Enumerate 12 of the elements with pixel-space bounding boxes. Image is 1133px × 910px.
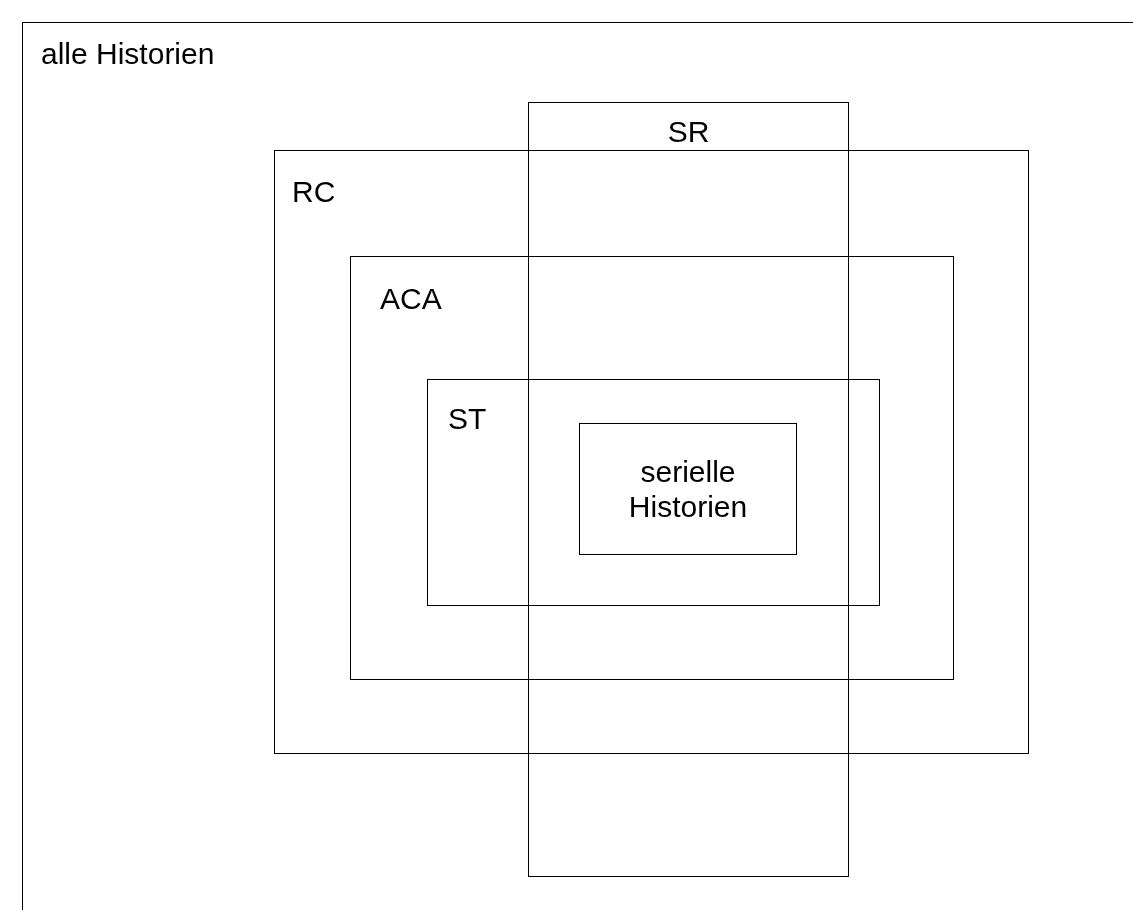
set-box	[579, 423, 797, 555]
set-label: ST	[448, 402, 487, 437]
set-label: alle Historien	[41, 37, 215, 72]
set-box	[427, 379, 880, 606]
set-label: ACA	[380, 282, 442, 317]
set-label: SR	[667, 115, 710, 150]
set-label: RC	[292, 175, 336, 210]
set-box	[350, 256, 954, 680]
set-box	[22, 22, 1133, 910]
set-box	[528, 102, 849, 877]
set-box	[274, 150, 1029, 754]
set-label: serielle Historien	[627, 454, 749, 524]
